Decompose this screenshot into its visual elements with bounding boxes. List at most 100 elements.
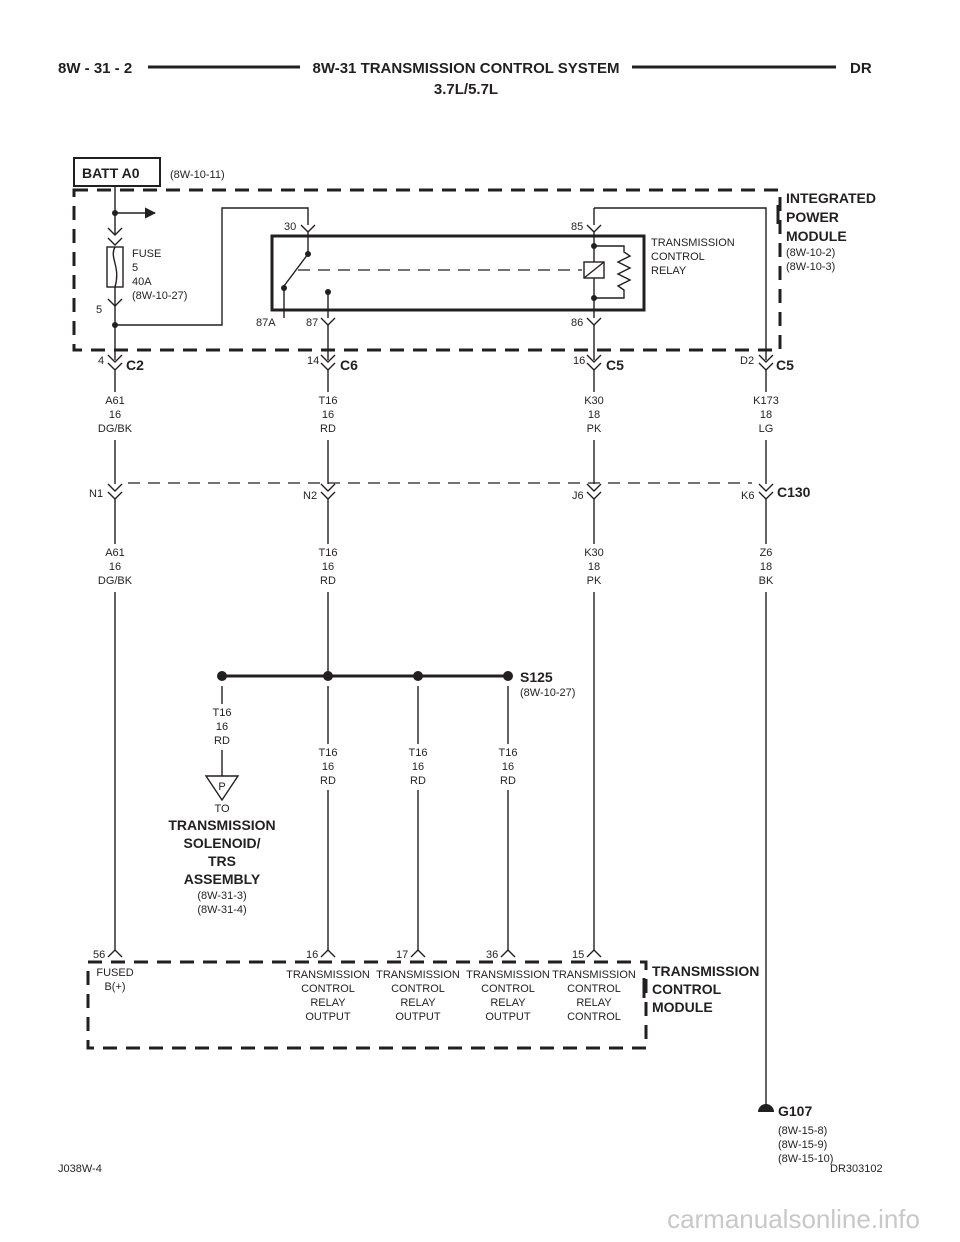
relay-coil-diag (583, 261, 605, 279)
page-subtitle: 3.7L/5.7L (434, 81, 498, 98)
ipm-name-1: INTEGRATED (786, 190, 876, 206)
svg-text:RD: RD (320, 423, 336, 435)
wire-label-a61-upper: A61 16 DG/BK (88, 392, 142, 440)
ground-ref-2: (8W-15-9) (778, 1139, 827, 1151)
wire-label-a61-lower: A61 16 DG/BK (88, 544, 142, 592)
c130-k6-terminal (758, 483, 774, 500)
tcm-desc-15-2: CONTROL (567, 983, 621, 995)
ipm-boundary (72, 188, 782, 352)
svg-text:16: 16 (502, 761, 514, 773)
watermark-text: carmanualsonline.info (667, 1204, 920, 1234)
tcm-desc-17-2: CONTROL (391, 983, 445, 995)
svg-text:A61: A61 (105, 395, 125, 407)
wire-label-t16-17: T16 16 RD (398, 744, 438, 790)
relay-resistor (594, 245, 632, 299)
fuse-ref: (8W-10-27) (132, 290, 187, 302)
svg-text:16: 16 (322, 761, 334, 773)
fuse-label-3: 40A (132, 276, 152, 288)
c130-pin-n1: N1 (89, 488, 103, 500)
relay-pin-85: 85 (571, 221, 583, 233)
svg-text:18: 18 (760, 409, 772, 421)
tcm-pin-36: 36 (486, 949, 498, 961)
svg-text:RD: RD (500, 775, 516, 787)
svg-text:K30: K30 (584, 395, 604, 407)
svg-text:16: 16 (412, 761, 424, 773)
c130-n1-terminal (107, 483, 123, 500)
svg-text:DG/BK: DG/BK (98, 423, 133, 435)
splice-dot-trs (217, 671, 227, 681)
c5b-pin: D2 (740, 355, 754, 367)
c2-pin: 4 (98, 355, 104, 367)
tcm-pin-15: 15 (572, 949, 584, 961)
tcm-desc-16-4: OUTPUT (305, 1011, 351, 1023)
c6-pin: 14 (307, 355, 319, 367)
c130-j6-terminal (586, 483, 602, 500)
c2-name: C2 (126, 357, 144, 373)
relay-switch-arm (283, 253, 309, 287)
wire-label-t16-16: T16 16 RD (308, 744, 348, 790)
tcm-pin16-terminal (320, 949, 336, 958)
tcm-pin-16: 16 (306, 949, 318, 961)
svg-text:K30: K30 (584, 547, 604, 559)
ground-ref-1: (8W-15-8) (778, 1125, 827, 1137)
ground-node (764, 1104, 768, 1108)
tcm-desc-15-1: TRANSMISSION (552, 969, 636, 981)
svg-text:RD: RD (320, 775, 336, 787)
tcm-desc-17-4: OUTPUT (395, 1011, 441, 1023)
tcm-desc-15-4: CONTROL (567, 1011, 621, 1023)
tcm-pin-56: 56 (93, 949, 105, 961)
splice-dot-16 (323, 671, 333, 681)
wire-label-k30-lower: K30 18 PK (574, 544, 614, 592)
svg-text:LG: LG (759, 423, 774, 435)
fuse-body (106, 246, 124, 288)
ipm-ref-2: (8W-10-3) (786, 261, 835, 273)
tcm-desc-56-2: B(+) (104, 981, 125, 993)
c130-name: C130 (777, 484, 811, 500)
relay-pin85-terminal (586, 224, 602, 233)
relay-box (270, 234, 646, 312)
svg-text:18: 18 (588, 409, 600, 421)
fuse-pin: 5 (96, 304, 102, 316)
c130-pin-k6: K6 (741, 490, 754, 502)
page-title: 8W-31 TRANSMISSION CONTROL SYSTEM (313, 60, 620, 77)
svg-text:T16: T16 (319, 395, 338, 407)
svg-text:BK: BK (759, 575, 774, 587)
svg-text:T16: T16 (499, 747, 518, 759)
svg-text:16: 16 (216, 721, 228, 733)
fuse-element (112, 246, 118, 288)
svg-text:18: 18 (588, 561, 600, 573)
tcm-name-1: TRANSMISSION (652, 963, 759, 979)
svg-text:T16: T16 (319, 547, 338, 559)
trs-name-4: ASSEMBLY (184, 871, 261, 887)
wire-label-t16-36: T16 16 RD (488, 744, 528, 790)
svg-text:16: 16 (109, 409, 121, 421)
tcm-pin17-terminal (410, 949, 426, 958)
ipm-name-2: POWER (786, 209, 839, 225)
tcm-desc-16-1: TRANSMISSION (286, 969, 370, 981)
svg-text:16: 16 (109, 561, 121, 573)
svg-text:18: 18 (760, 561, 772, 573)
fuse-to-relay30-wire (115, 207, 309, 326)
trs-name-2: SOLENOID/ (183, 835, 260, 851)
svg-text:RD: RD (320, 575, 336, 587)
svg-text:RD: RD (410, 775, 426, 787)
c130-pin-j6: J6 (572, 490, 584, 502)
tcm-desc-36-4: OUTPUT (485, 1011, 531, 1023)
tcm-pin36-terminal (500, 949, 516, 958)
svg-text:T16: T16 (409, 747, 428, 759)
tcm-pin15-terminal (586, 949, 602, 958)
splice-dot-17 (413, 671, 423, 681)
relay-pin-86: 86 (571, 317, 583, 329)
relay-pin30-terminal (300, 224, 316, 233)
ground-name: G107 (778, 1103, 812, 1119)
tcm-desc-17-1: TRANSMISSION (376, 969, 460, 981)
c130-n2-terminal (320, 483, 336, 500)
c5b-name: C5 (776, 357, 794, 373)
tcm-desc-36-1: TRANSMISSION (466, 969, 550, 981)
svg-text:A61: A61 (105, 547, 125, 559)
svg-text:DG/BK: DG/BK (98, 575, 133, 587)
svg-text:Z6: Z6 (760, 547, 773, 559)
splice-name: S125 (520, 669, 553, 685)
relay-name-2: CONTROL (651, 251, 705, 263)
